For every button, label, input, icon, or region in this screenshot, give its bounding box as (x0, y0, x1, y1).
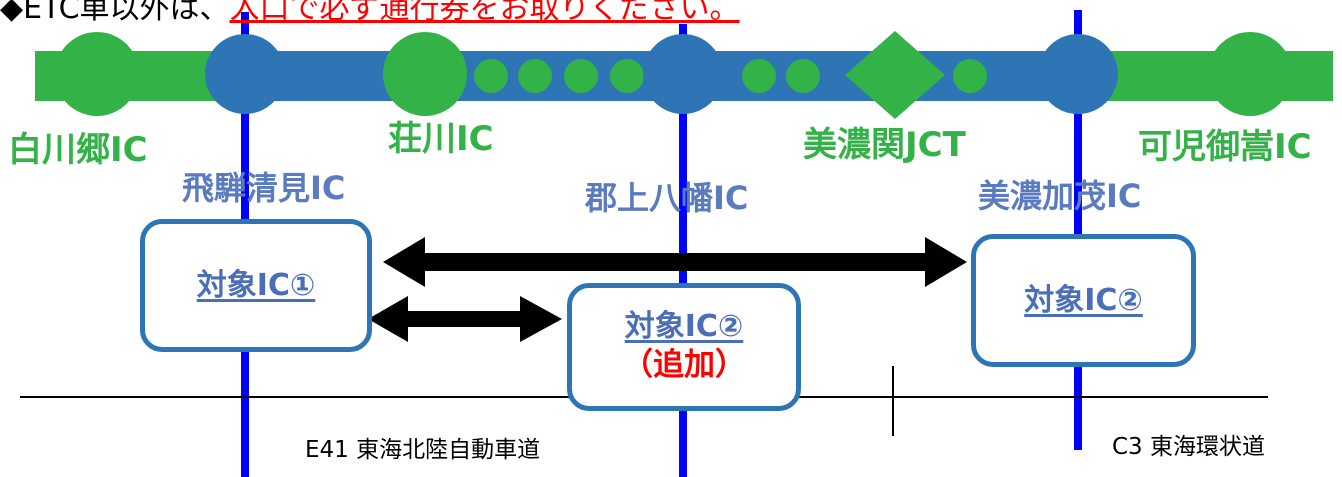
ic-node-mino-kamo (1038, 34, 1118, 114)
ic-label-shirakawago: 白川郷IC (8, 130, 148, 170)
route-dot (518, 59, 552, 93)
ic-node-shirakawago (55, 32, 139, 116)
route-dot (564, 59, 598, 93)
notice-text: ◆ETC車以外は、入口で必ず通行券をお取りください。 (0, 0, 740, 27)
ic-node-hida-kiyomi (205, 34, 285, 114)
ic-line-gujo-hachiman (679, 24, 687, 477)
ic-label-shokawa: 荘川IC (388, 119, 494, 159)
ic-label-minoseki-jct: 美濃関JCT (803, 125, 966, 165)
ic-label-kani-mitake: 可児御嵩IC (1138, 127, 1312, 167)
road-label-c3: C3 東海環状道 (1112, 434, 1266, 460)
target-box-2-added-note: （追加） (622, 347, 746, 384)
target-box-1-label: 対象IC① (196, 267, 316, 303)
notice-highlight: 入口で必ず通行券をお取りください。 (229, 0, 740, 26)
route-dot (786, 59, 820, 93)
ic-node-gujo-hachiman (643, 34, 723, 114)
ic-label-mino-kamo: 美濃加茂IC (978, 177, 1142, 215)
notice-prefix: ◆ETC車以外は、 (0, 0, 230, 26)
route-dot (742, 59, 776, 93)
road-label-e41: E41 東海北陸自動車道 (305, 437, 541, 463)
jct-diamond-minoseki (845, 31, 945, 119)
ic-node-shokawa (383, 32, 467, 116)
ic-line-mino-kamo (1074, 10, 1082, 450)
target-box-2: 対象IC② (971, 234, 1196, 367)
route-dot (610, 59, 644, 93)
arrow-long (383, 237, 967, 287)
ic-node-kani-mitake (1208, 32, 1292, 116)
target-box-2-added-label: 対象IC② (624, 309, 744, 345)
route-dot (474, 59, 508, 93)
ic-label-hida-kiyomi: 飛騨清見IC (182, 169, 346, 207)
route-dot (953, 59, 987, 93)
target-box-2-label: 対象IC② (1024, 282, 1143, 318)
target-box-1: 対象IC① (140, 219, 372, 352)
target-box-2-added: 対象IC② （追加） (567, 283, 801, 411)
arrow-short (368, 296, 562, 342)
ic-label-gujo-hachiman: 郡上八幡IC (585, 179, 749, 217)
